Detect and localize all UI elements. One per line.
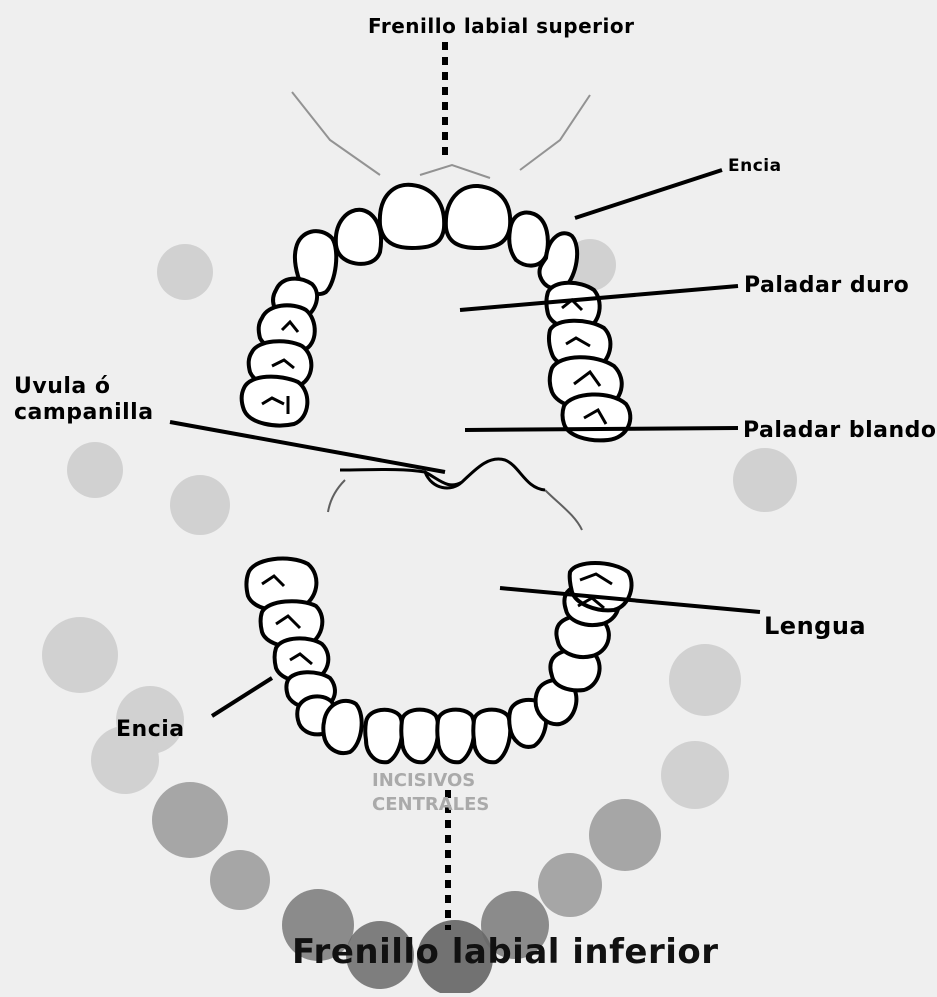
- leader-paladar-blando: [465, 428, 738, 430]
- lower-arch: [247, 559, 632, 763]
- lower-central-incisor-right-b: [473, 710, 510, 763]
- lower-central-incisor-left-b: [401, 710, 438, 763]
- dark-spot: [152, 782, 228, 858]
- label-frenillo-inferior: Frenillo labial inferior: [292, 932, 719, 972]
- label-frenillo-superior: Frenillo labial superior: [368, 14, 635, 38]
- upper-lateral-incisor-left: [336, 210, 381, 264]
- label-paladar-duro: Paladar duro: [744, 273, 909, 298]
- dark-spot: [210, 850, 270, 910]
- lip-line: [292, 92, 380, 175]
- label-paladar-blando: Paladar blando: [743, 418, 937, 443]
- upper-molar-left-2: [242, 377, 308, 426]
- bg-spot: [733, 448, 797, 512]
- bg-spot: [67, 442, 123, 498]
- bg-spot: [170, 475, 230, 535]
- lower-central-incisor-right-a: [437, 710, 474, 763]
- upper-central-incisor-left: [380, 185, 444, 248]
- faint-text-2: CENTRALES: [372, 794, 489, 815]
- leader-uvula: [170, 422, 445, 472]
- bg-spot: [157, 244, 213, 300]
- soft-palate-outline: [340, 459, 545, 490]
- dark-spot: [589, 799, 661, 871]
- upper-arch: [242, 185, 631, 441]
- leader-encia-lower: [212, 678, 272, 716]
- lip-lines: [292, 92, 590, 178]
- bg-spot: [669, 644, 741, 716]
- dark-spot: [538, 853, 602, 917]
- lower-central-incisor-left-a: [365, 710, 402, 763]
- bg-spot: [42, 617, 118, 693]
- label-lengua: Lengua: [764, 612, 866, 640]
- upper-central-incisor-right: [446, 186, 510, 248]
- label-encia-lower: Encia: [116, 717, 185, 742]
- label-uvula: Uvula ó campanilla: [14, 374, 184, 426]
- palate-side-line: [328, 480, 345, 512]
- label-encia-upper: Encia: [728, 156, 782, 176]
- upper-lateral-incisor-right: [509, 213, 548, 266]
- upper-molar-right-2: [563, 394, 631, 440]
- faint-text-1: INCISIVOS: [372, 770, 475, 791]
- leader-encia-upper: [575, 170, 722, 218]
- leader-lines: [170, 170, 760, 716]
- lip-line: [420, 165, 490, 178]
- palate-side-line: [545, 490, 582, 530]
- soft-palate: [328, 459, 582, 530]
- lower-lateral-incisor-left: [323, 701, 361, 753]
- lip-line: [520, 95, 590, 170]
- bg-spot: [661, 741, 729, 809]
